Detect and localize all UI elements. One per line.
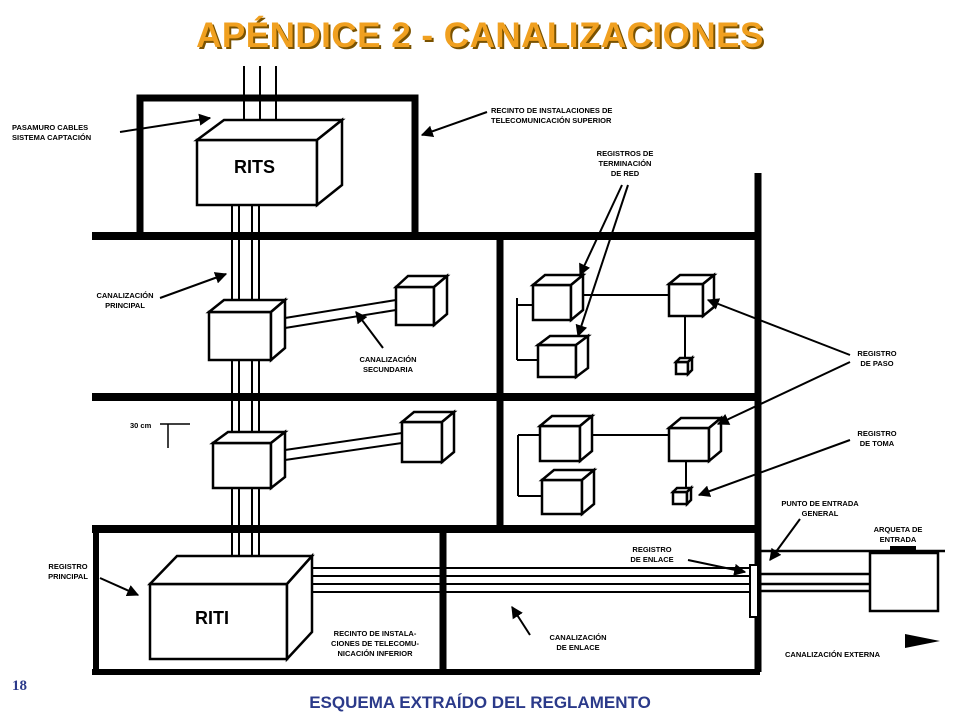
registro-secundario-box <box>398 409 458 465</box>
rits-box <box>193 117 346 208</box>
dimension-30cm <box>160 423 190 448</box>
apartment-floor-1 <box>517 413 725 517</box>
arqueta-entrada <box>868 546 940 613</box>
riti-label: RITI <box>195 608 229 628</box>
label-canalizacion-externa: CANALIZACIÓN EXTERNA <box>785 650 881 659</box>
secondary-conduit <box>284 299 403 461</box>
registro-paso-box <box>209 429 289 491</box>
label-30cm: 30 cm <box>130 421 152 430</box>
registro-enlace-plate <box>749 564 759 618</box>
registro-secundario-box <box>392 273 451 328</box>
slide-title: APÉNDICE 2 - CANALIZACIONES <box>196 16 764 55</box>
external-direction-arrow <box>905 634 940 648</box>
main-riser-conduit <box>231 205 260 562</box>
rits-label: RITS <box>234 157 275 177</box>
label-recinto-inferior: RECINTO DE INSTALA-CIONES DE TELECOMU-NI… <box>331 629 419 658</box>
riti-box <box>147 552 315 663</box>
link-conduit <box>312 567 750 593</box>
footer-caption: ESQUEMA EXTRAÍDO DEL REGLAMENTO <box>309 693 651 712</box>
apartment-floor-2 <box>516 272 718 380</box>
registro-paso-box <box>205 297 289 363</box>
leader-arrows <box>99 111 851 636</box>
page-number: 18 <box>12 678 27 694</box>
external-conduit <box>758 572 870 593</box>
